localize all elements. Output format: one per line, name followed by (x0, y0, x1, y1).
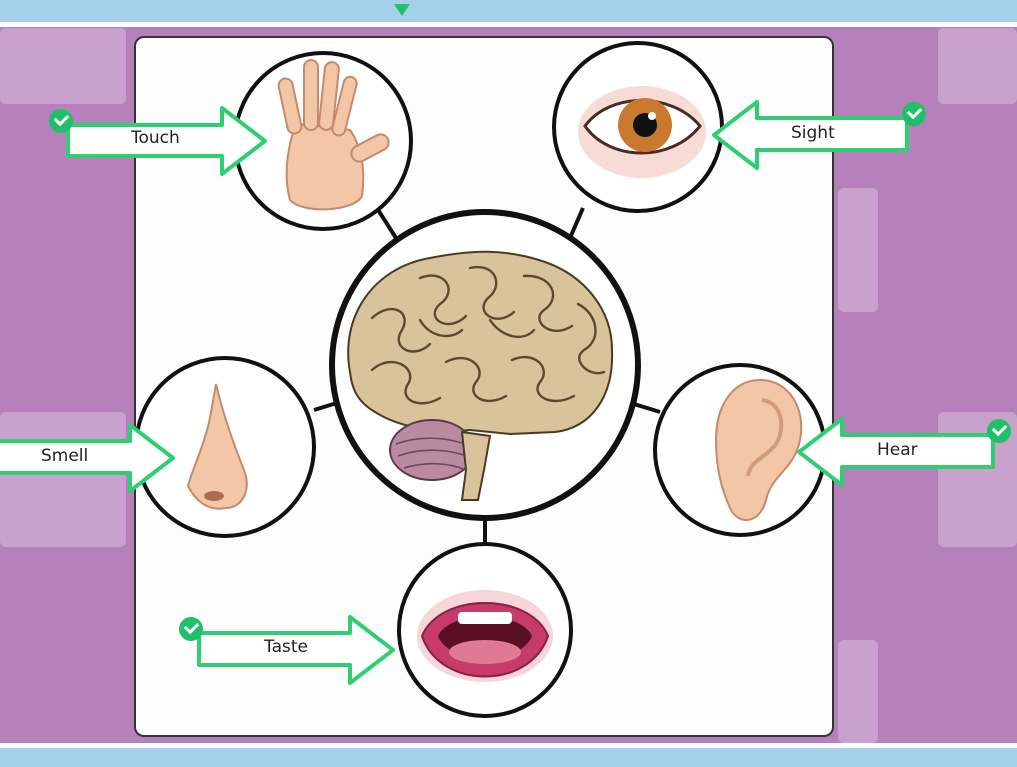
background-tile (838, 640, 878, 743)
touch-arrow-icon (66, 106, 267, 176)
background-tile (0, 28, 126, 104)
top-bar (0, 0, 1017, 22)
hear-arrow-icon (797, 417, 995, 487)
background-tile (938, 28, 1017, 104)
hear-check-icon (987, 419, 1011, 443)
touch-check-icon (49, 109, 73, 133)
ear-icon (653, 363, 827, 537)
bottom-bar (0, 748, 1017, 767)
sight-check-icon (902, 102, 926, 126)
hear-label[interactable]: Hear (877, 440, 918, 460)
taste-check-icon (179, 617, 203, 641)
brain-icon (329, 209, 641, 521)
taste-arrow-icon (197, 615, 395, 685)
taste-label[interactable]: Taste (264, 637, 308, 657)
position-indicator-icon (394, 4, 410, 16)
sight-arrow-icon (712, 100, 909, 170)
nose-icon (134, 356, 316, 538)
touch-label[interactable]: Touch (131, 128, 180, 148)
top-divider (0, 22, 1017, 27)
smell-arrow-icon (0, 423, 175, 493)
smell-label[interactable]: Smell (41, 446, 89, 466)
eye-icon (552, 41, 724, 213)
bottom-divider (0, 743, 1017, 748)
sight-label[interactable]: Sight (791, 123, 835, 143)
background-tile (0, 412, 126, 547)
background-tile (838, 188, 878, 312)
mouth-icon (397, 542, 573, 718)
